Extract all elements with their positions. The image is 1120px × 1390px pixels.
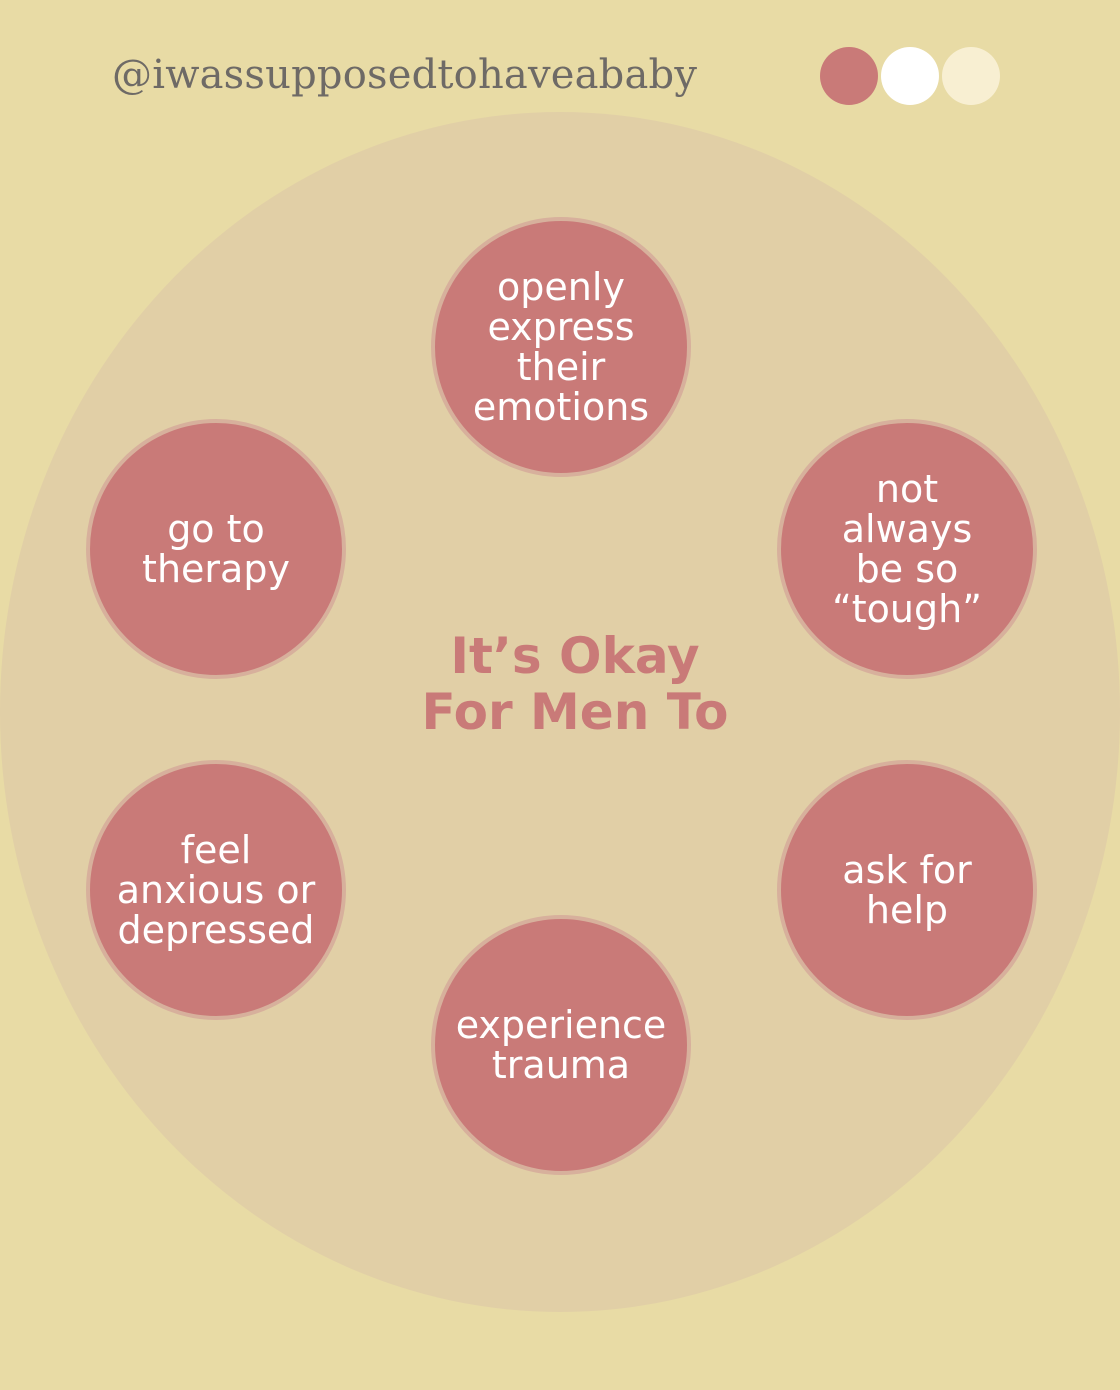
node-label: feel anxious or depressed	[116, 828, 316, 952]
node-label: experience trauma	[455, 1003, 667, 1087]
center-title-line-1: It’s Okay	[450, 627, 700, 685]
node-not-tough: not always be so “tough”	[777, 419, 1037, 679]
node-label: go to therapy	[142, 507, 290, 591]
center-title-line-2: For Men To	[421, 683, 729, 741]
node-experience-trauma: experience trauma	[431, 915, 691, 1175]
node-express-emotions: openly express their emotions	[431, 217, 691, 477]
node-ask-for-help: ask for help	[777, 760, 1037, 1020]
decorative-dot-white	[881, 47, 939, 105]
node-label: openly express their emotions	[472, 265, 650, 429]
node-label: ask for help	[842, 848, 972, 932]
center-title: It’s Okay For Men To	[360, 628, 790, 740]
account-handle: @iwassupposedtohaveababy	[112, 52, 698, 98]
node-label: not always be so “tough”	[832, 467, 982, 631]
node-go-to-therapy: go to therapy	[86, 419, 346, 679]
decorative-dot-pink	[820, 47, 878, 105]
decorative-dot-cream	[942, 47, 1000, 105]
node-anxious-depressed: feel anxious or depressed	[86, 760, 346, 1020]
